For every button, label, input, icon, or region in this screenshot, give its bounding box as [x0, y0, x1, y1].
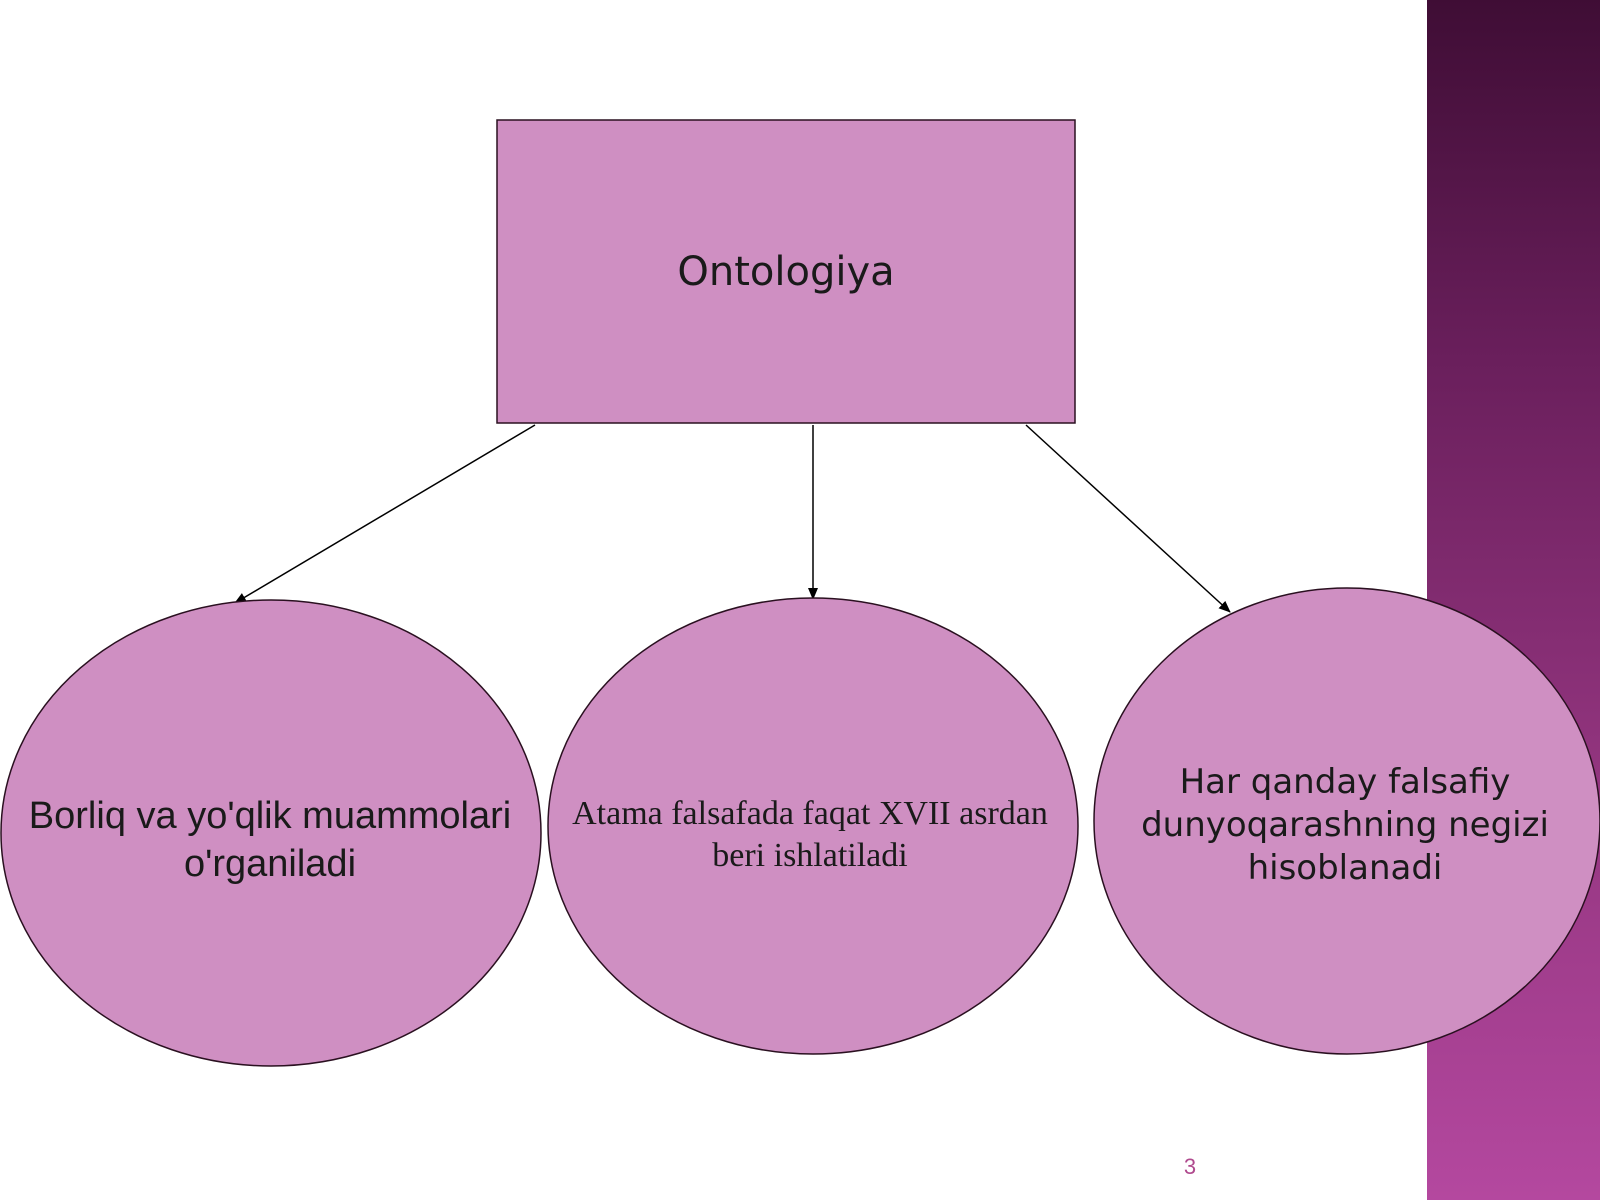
- root-node-label: Ontologiya: [677, 248, 895, 295]
- left-node-label: Borliq va yo'qlik muammolari o'rganiladi: [28, 795, 512, 885]
- arrow-to-left-node: [234, 424, 536, 604]
- middle-node-label: Atama falsafada faqat XVII asrdan beri i…: [572, 795, 1048, 874]
- middle-node-ellipse: [547, 597, 1079, 1055]
- right-node-label: Har qanday falsafiy dunyoqarashning negi…: [1141, 761, 1549, 888]
- right-node-ellipse: [1093, 587, 1600, 1055]
- left-node-ellipse: [0, 599, 542, 1067]
- arrow-to-right-node: [1025, 424, 1231, 613]
- page-number: 3: [1183, 1154, 1197, 1179]
- root-node-box: [496, 119, 1076, 424]
